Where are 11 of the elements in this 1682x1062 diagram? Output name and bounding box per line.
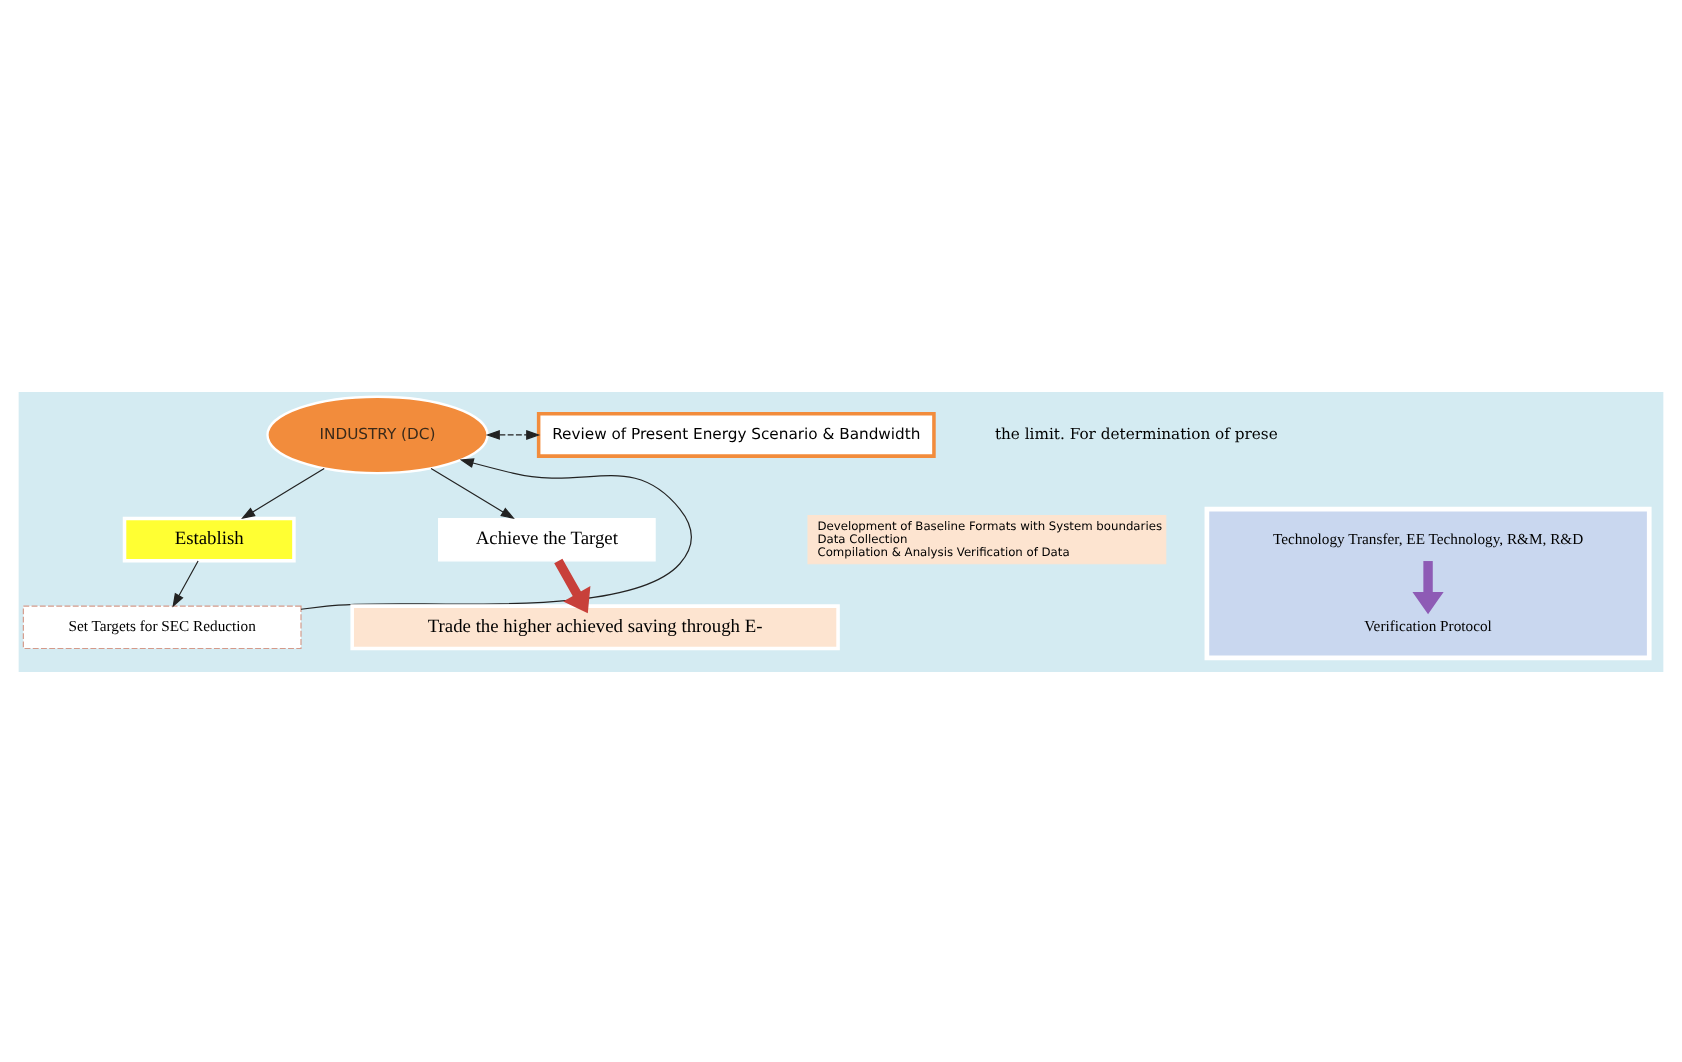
arrow xyxy=(554,557,591,613)
arrow xyxy=(300,457,693,609)
node-box: Trade the higher achieved saving through E- xyxy=(350,603,840,650)
arrow xyxy=(485,429,541,439)
node-box: Establish xyxy=(122,515,296,562)
cluster xyxy=(1204,505,1652,660)
arrow xyxy=(172,559,199,607)
arrow xyxy=(241,466,325,519)
node-box: Achieve the Target xyxy=(438,516,656,561)
arrow xyxy=(430,466,515,519)
arrow xyxy=(1412,560,1444,614)
